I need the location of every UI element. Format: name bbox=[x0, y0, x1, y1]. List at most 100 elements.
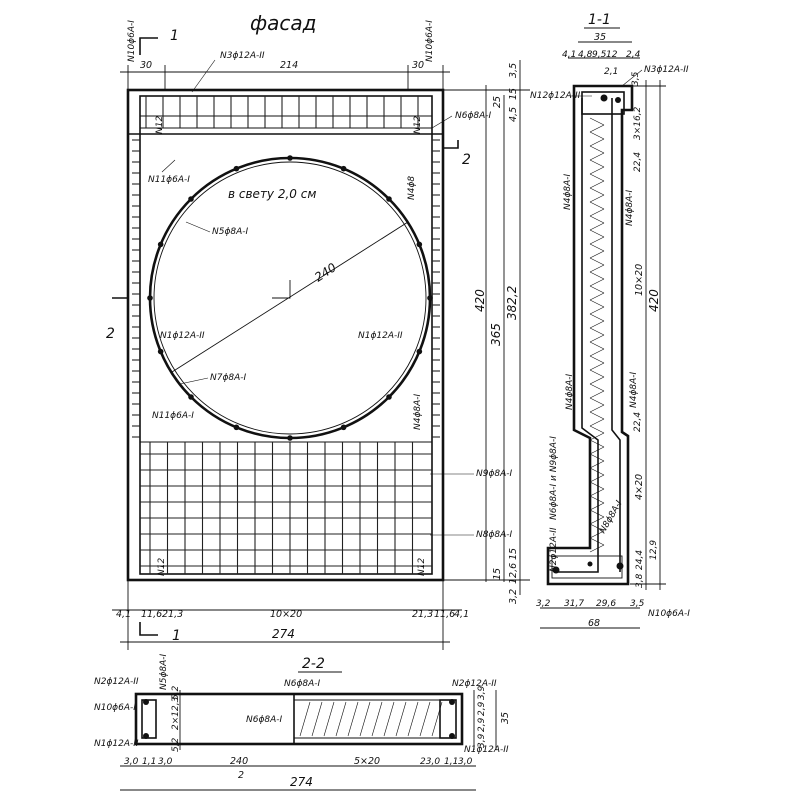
s11-label-n4d: N4ϕ8A-I bbox=[629, 371, 639, 408]
s22-hatch-pattern bbox=[299, 701, 443, 737]
s11-hatch-stroke bbox=[589, 152, 605, 161]
s11-top-stirrup bbox=[581, 91, 625, 115]
s11-top-21: 2,1 bbox=[604, 67, 618, 77]
s22-right-dim-29-a: 2,9 bbox=[477, 701, 487, 716]
s22-hatch-stroke bbox=[431, 701, 443, 737]
s22-left-dim-52-top: 5,2 bbox=[171, 685, 181, 700]
s22-dot-1 bbox=[143, 699, 149, 705]
s11-label-n2: N2ϕ12A-II bbox=[549, 527, 559, 572]
ring-bar-dot bbox=[340, 165, 347, 172]
bottom-dim-213-right: 21,3 bbox=[412, 609, 433, 620]
s22-label-n2-left: N2ϕ12A-II bbox=[94, 677, 139, 687]
s11-label-n4a: N4ϕ8A-I bbox=[563, 173, 573, 210]
ring-bar-dot bbox=[340, 424, 347, 431]
bottom-total-274: 274 bbox=[272, 627, 295, 641]
s22-hatch-stroke bbox=[347, 701, 359, 737]
s11-dim-38: 3,8 bbox=[635, 573, 645, 588]
s11-label-n6n9: N6ϕ8A-I и N9ϕ8A-I bbox=[549, 436, 559, 520]
label-n12-bottom-right: N12 bbox=[417, 558, 427, 576]
s11-hatch-stroke bbox=[589, 131, 605, 140]
s11-hatch-pattern bbox=[589, 117, 605, 553]
s22-bottom-30-right: 3,0 bbox=[458, 757, 473, 767]
s11-top-48: 4,8 bbox=[578, 50, 593, 60]
s11-hatch-stroke bbox=[589, 362, 605, 371]
s11-dim-129: 12,9 bbox=[649, 540, 659, 560]
s11-hatch-stroke bbox=[589, 453, 605, 462]
s11-hatch-stroke bbox=[589, 418, 605, 427]
s11-top-95: 9,5 bbox=[592, 50, 607, 60]
s11-hatch-stroke bbox=[589, 320, 605, 329]
s11-hatch-stroke bbox=[589, 271, 605, 280]
s11-hatch-stroke bbox=[589, 439, 605, 448]
s11-dim-244: 24,4 bbox=[635, 550, 645, 570]
top-dim-214: 214 bbox=[280, 60, 298, 71]
s11-dim-10x20: 10×20 bbox=[634, 264, 645, 296]
bottom-dim-10x20: 10×20 bbox=[270, 609, 302, 620]
s11-label-n10: N10ϕ6A-I bbox=[648, 609, 690, 619]
s22-hatch-stroke bbox=[323, 701, 335, 737]
right-dim-35: 3,5 bbox=[508, 63, 519, 78]
label-n9: N9ϕ8A-I bbox=[476, 469, 513, 479]
s11-hatch-stroke bbox=[589, 425, 605, 434]
s22-label-n5: N5ϕ8A-I bbox=[159, 653, 169, 690]
label-n5: N5ϕ8A-I bbox=[212, 227, 249, 237]
s11-hatch-stroke bbox=[589, 355, 605, 364]
label-n8: N8ϕ8A-I bbox=[476, 530, 513, 540]
leader-n6 bbox=[431, 115, 453, 129]
s11-hatch-stroke bbox=[589, 243, 605, 252]
top-dim-30-left: 30 bbox=[140, 60, 152, 71]
label-n12-top-left: N12 bbox=[155, 116, 165, 134]
s11-hatch-stroke bbox=[589, 334, 605, 343]
ring-bar-dots bbox=[147, 155, 433, 441]
height-420: 420 bbox=[473, 289, 487, 312]
ring-bar-dot bbox=[188, 394, 194, 400]
label-n4-top: N4ϕ8 bbox=[407, 176, 417, 200]
s11-hatch-stroke bbox=[589, 180, 605, 189]
s11-hatch-stroke bbox=[589, 516, 605, 525]
s22-hatch-stroke bbox=[419, 701, 431, 737]
s11-bottom-total-68: 68 bbox=[588, 618, 600, 629]
leader-n7 bbox=[179, 377, 209, 385]
ring-bar-dot bbox=[157, 241, 164, 248]
s11-hatch-stroke bbox=[589, 124, 605, 133]
cut-1-bottom-label: 1 bbox=[172, 628, 181, 644]
s11-hatch-stroke bbox=[589, 236, 605, 245]
section-1-1-view: 1-1 35 4,1 4,8 9,5 12 2,4 2,1 N3ϕ12A-II … bbox=[530, 12, 690, 629]
ring-bar-dot bbox=[386, 196, 392, 202]
label-top-right-n10: N10ϕ6A-I bbox=[425, 20, 435, 62]
s22-bottom-11-right: 1,1 bbox=[444, 757, 458, 767]
s22-dot-3 bbox=[449, 699, 455, 705]
s11-top-12: 12 bbox=[606, 50, 618, 60]
label-n12-bottom-left: N12 bbox=[157, 558, 167, 576]
s11-hatch-stroke bbox=[589, 278, 605, 287]
s11-hatch-stroke bbox=[589, 481, 605, 490]
ring-bar-dot bbox=[233, 424, 240, 431]
s11-hatch-stroke bbox=[589, 257, 605, 266]
top-dim-30-right: 30 bbox=[412, 60, 424, 71]
s11-hatch-stroke bbox=[589, 194, 605, 203]
s22-right-dim-39-bottom: 3,9 bbox=[477, 733, 487, 748]
s11-hatch-stroke bbox=[589, 502, 605, 511]
bottom-dim-41-left: 4,1 bbox=[116, 609, 131, 620]
s22-body-outline bbox=[134, 692, 464, 746]
s11-height-420: 420 bbox=[647, 289, 661, 312]
s11-bar-dot-3 bbox=[552, 566, 560, 574]
s11-label-n3: N3ϕ12A-II bbox=[644, 65, 689, 75]
s22-height-35: 35 bbox=[500, 712, 511, 724]
label-n1-left: N1ϕ12A-II bbox=[160, 331, 205, 341]
s22-bottom-30-mid: 3,0 bbox=[158, 757, 173, 767]
s11-hatch-stroke bbox=[589, 376, 605, 385]
cut-2-right-mark bbox=[444, 140, 459, 149]
s11-hatch-stroke bbox=[589, 488, 605, 497]
cut-1-bottom-mark bbox=[139, 622, 158, 636]
facade-view: фасад 1 1 2 2 N10ϕ6A-I N10ϕ6A-I 30 214 3… bbox=[106, 11, 530, 650]
cut-2-left-mark bbox=[112, 297, 129, 312]
s11-hatch-stroke bbox=[589, 292, 605, 301]
s11-hatch-stroke bbox=[589, 187, 605, 196]
section-2-2-title: 2-2 bbox=[302, 656, 325, 672]
s22-hatch-stroke bbox=[395, 701, 407, 737]
ring-bar-dot bbox=[157, 348, 164, 355]
s11-dim-224-top: 22,4 bbox=[633, 152, 643, 172]
s11-label-n4c: N4ϕ8A-I bbox=[565, 373, 575, 410]
s11-hatch-stroke bbox=[589, 390, 605, 399]
